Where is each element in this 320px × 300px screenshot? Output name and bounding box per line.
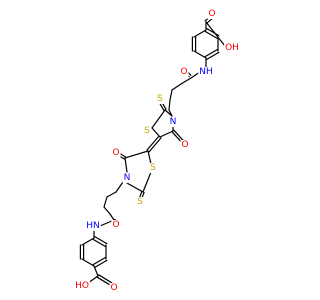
bottom-ring-double-bond bbox=[94, 236, 108, 245]
lower-thione-bond bbox=[139, 190, 143, 198]
lower-thione-bond bbox=[141, 191, 145, 199]
top-ring-double-bond bbox=[204, 30, 218, 39]
lower-ring-bond bbox=[126, 182, 144, 193]
lower-ring-sulfur: S bbox=[150, 163, 156, 173]
upper-chain-bond bbox=[169, 89, 173, 101]
lower-ring-bond bbox=[147, 150, 152, 165]
upper-chain-bond bbox=[171, 83, 182, 91]
upper-chain-bond bbox=[180, 77, 192, 85]
top-ring-double-bond bbox=[206, 28, 220, 37]
label-background bbox=[168, 117, 178, 127]
upper-ring-bond bbox=[159, 130, 174, 138]
label-background bbox=[122, 173, 132, 183]
upper-thione-bond bbox=[159, 102, 165, 112]
label-background bbox=[109, 283, 119, 293]
top-acid-hydroxyl: OH bbox=[225, 43, 239, 53]
label-background bbox=[179, 67, 189, 77]
lower-chain-bond bbox=[103, 206, 111, 215]
label-background bbox=[207, 9, 217, 19]
upper-ring-bond bbox=[151, 127, 161, 138]
lower-ring-bond bbox=[124, 150, 149, 159]
lower-chain-bond bbox=[115, 181, 124, 193]
central-double-bond bbox=[148, 137, 162, 153]
top-amide-oxygen: O bbox=[180, 67, 187, 77]
top-acid-carbonyl-oxygen: O bbox=[208, 9, 215, 19]
lower-ring-oxygen: O bbox=[112, 148, 119, 158]
top-amide-nh: NH bbox=[199, 67, 213, 77]
bottom-ring-double-bond bbox=[92, 257, 106, 266]
molecule-structure-diagram: O OH NH O S N S O O S N S O HN O HO bbox=[74, 9, 240, 293]
bottom-ring-double-bond bbox=[92, 238, 106, 247]
bottom-ring-double-bond bbox=[94, 259, 108, 268]
label-background bbox=[224, 43, 240, 53]
lower-chain-bond bbox=[103, 196, 108, 208]
upper-ring-carbonyl-bond bbox=[171, 131, 182, 143]
bottom-acid-carbonyl-oxygen: O bbox=[110, 283, 117, 293]
upper-ring-bond bbox=[151, 109, 166, 129]
bottom-ring-bond bbox=[81, 237, 95, 246]
upper-ring-nitrogen: N bbox=[170, 117, 177, 127]
bottom-acid-bond bbox=[93, 265, 99, 277]
lower-ring-bond bbox=[142, 171, 152, 193]
lower-ring-carbonyl-bond bbox=[120, 153, 127, 158]
bottom-acid-carbonyl-bond bbox=[96, 276, 111, 286]
upper-thione-sulfur: S bbox=[157, 94, 163, 104]
lower-ring-bond bbox=[124, 157, 128, 173]
label-background bbox=[111, 220, 121, 230]
label-background bbox=[198, 67, 214, 77]
upper-ring-carbonyl-bond bbox=[173, 129, 184, 141]
lower-chain-bond bbox=[106, 191, 117, 198]
top-ring-double-bond bbox=[204, 49, 218, 58]
label-background bbox=[74, 281, 90, 291]
lower-thione-sulfur: S bbox=[137, 197, 143, 207]
central-double-bond bbox=[146, 135, 160, 151]
upper-ring-sulfur: S bbox=[144, 126, 150, 136]
top-ring-bond bbox=[193, 50, 207, 59]
bottom-ring-bond bbox=[81, 258, 95, 267]
label-background bbox=[143, 126, 152, 136]
top-ring-double-bond bbox=[206, 51, 220, 60]
atom-label-layer: O OH NH O S N S O O S N S O HN O HO bbox=[74, 9, 240, 293]
label-background bbox=[180, 140, 190, 150]
bottom-acid-hydroxyl: HO bbox=[75, 281, 89, 291]
lower-chain-bond bbox=[109, 213, 115, 221]
upper-ring-oxygen: O bbox=[181, 140, 188, 150]
label-background bbox=[156, 94, 165, 104]
upper-chain-bond bbox=[168, 99, 171, 111]
top-acid-oh-bond bbox=[205, 21, 226, 47]
label-background bbox=[136, 197, 145, 207]
label-background bbox=[111, 148, 121, 158]
bottom-amide-oxygen: O bbox=[112, 220, 119, 230]
bottom-amide-nh: HN bbox=[86, 221, 100, 231]
label-background bbox=[149, 163, 158, 173]
bond-layer bbox=[79, 15, 226, 286]
bottom-acid-carbonyl-bond bbox=[98, 274, 113, 284]
upper-ring-bond bbox=[164, 109, 173, 117]
lower-ring-nitrogen: N bbox=[124, 173, 131, 183]
top-ring-bond bbox=[193, 29, 207, 38]
label-background bbox=[85, 221, 101, 231]
